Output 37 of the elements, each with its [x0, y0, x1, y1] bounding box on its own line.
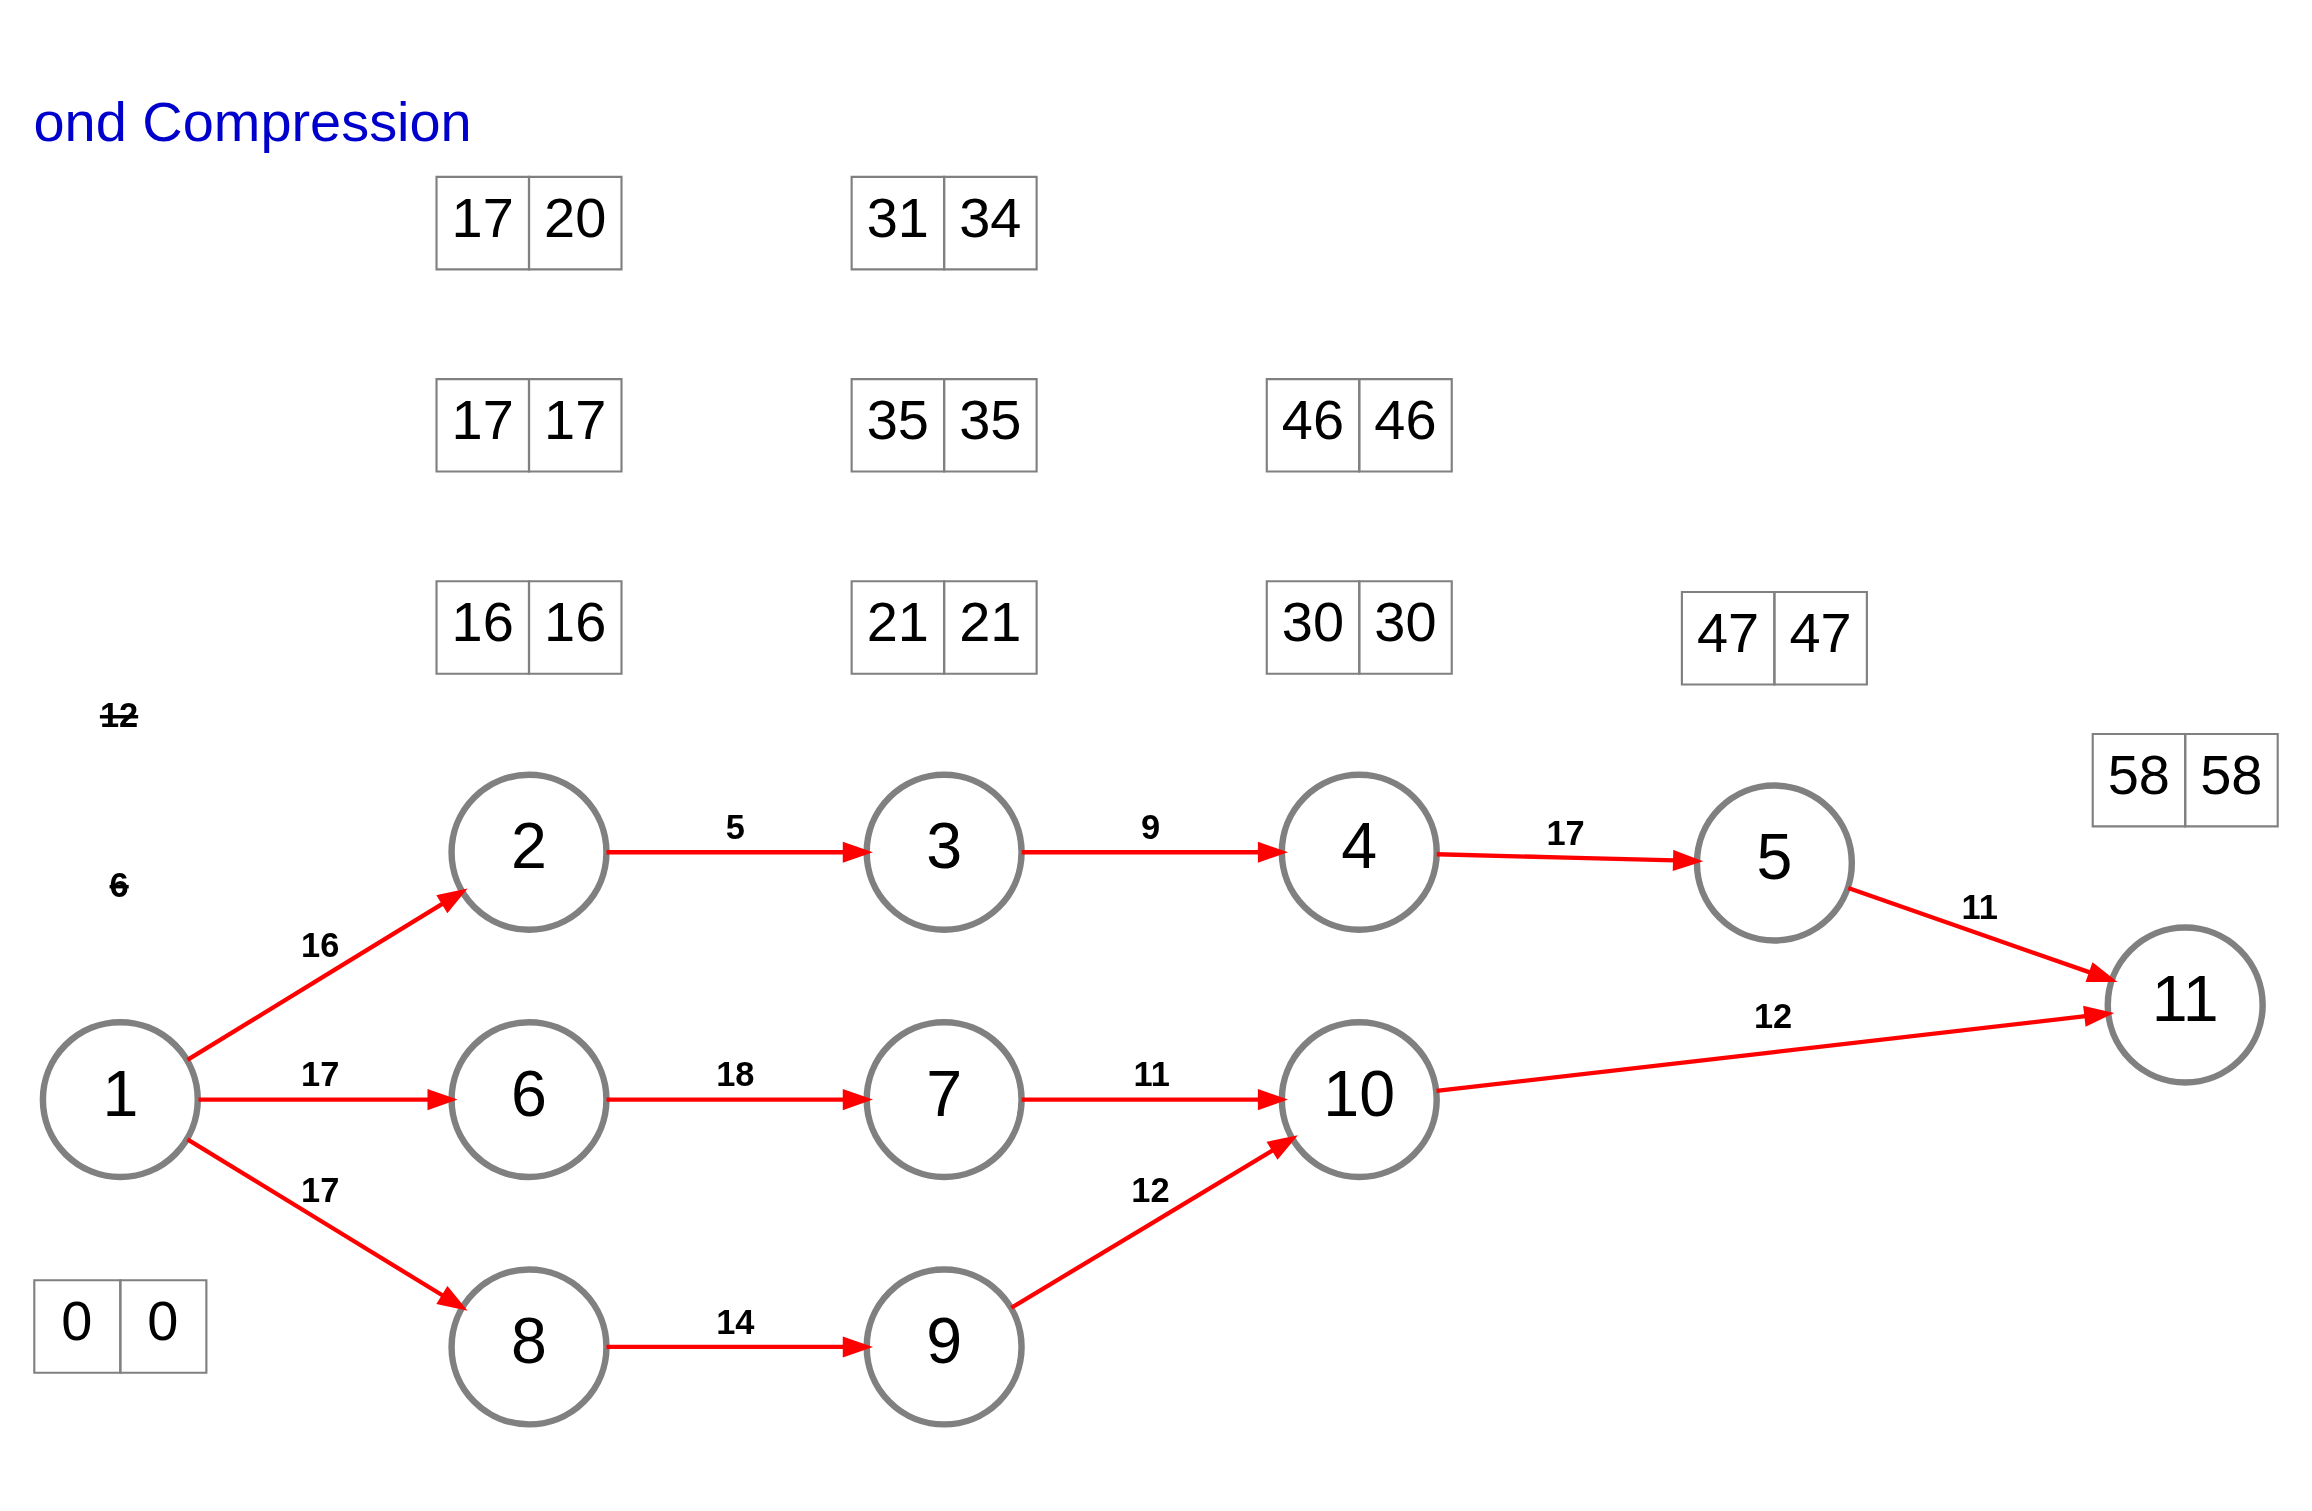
- edge-label: 12: [1753, 996, 1793, 1035]
- edge-label: 16: [301, 925, 340, 964]
- node-label: 58: [2107, 742, 2170, 806]
- edge-label: 9: [1140, 807, 1161, 846]
- node-label: 0: [147, 1288, 179, 1352]
- node-label: 17: [544, 387, 607, 451]
- diagram-title: ond Compression: [33, 89, 472, 153]
- node-label: 47: [1789, 600, 1852, 664]
- node-label: 0: [61, 1288, 93, 1352]
- label: 12: [99, 695, 139, 734]
- edge-label: 12: [1131, 1170, 1170, 1209]
- edge-label: 17: [1546, 813, 1585, 852]
- node-label: 46: [1281, 387, 1345, 451]
- node-label: 21: [866, 589, 929, 653]
- label: 6: [109, 865, 129, 904]
- node-label: 16: [451, 589, 514, 653]
- node-label: 20: [544, 185, 607, 249]
- edge-label: 18: [716, 1054, 755, 1093]
- node-label: 46: [1374, 387, 1437, 451]
- node-label: 17: [451, 387, 514, 451]
- edge-label: 17: [301, 1170, 340, 1209]
- edge-label: 11: [1133, 1054, 1170, 1093]
- node-label: 35: [866, 387, 929, 451]
- node-label: 31: [866, 185, 929, 249]
- node-label: 47: [1696, 600, 1760, 664]
- node-label: 34: [959, 185, 1022, 249]
- node-label: 16: [544, 589, 607, 653]
- node-label: 58: [2200, 742, 2263, 806]
- node-label: 17: [451, 185, 514, 249]
- edge-label: 5: [725, 807, 745, 846]
- node-label: 30: [1281, 589, 1345, 653]
- edge-label: 17: [301, 1054, 340, 1093]
- edge-label: 11: [1961, 887, 1998, 925]
- edge-label: 14: [716, 1302, 755, 1341]
- node-label: 30: [1374, 589, 1437, 653]
- node-label: 35: [959, 387, 1022, 451]
- node-label: 21: [959, 589, 1022, 653]
